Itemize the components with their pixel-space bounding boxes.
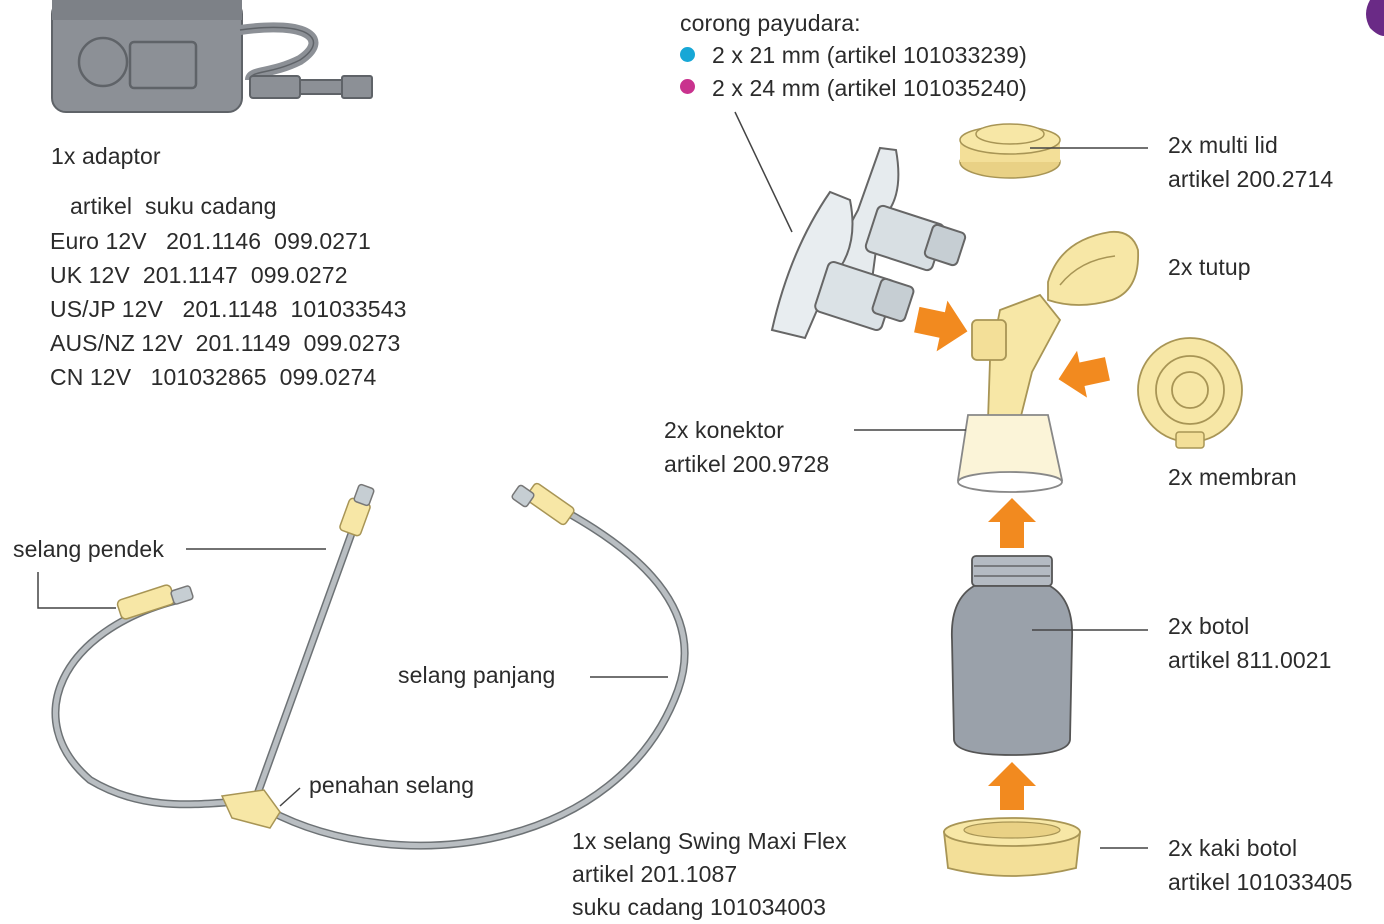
adaptor-row: US/JP 12V 201.1148 101033543 [50,296,407,322]
adaptor-row: Euro 12V 201.1146 099.0271 [50,228,371,254]
multi-lid-article: artikel 200.2714 [1168,166,1334,192]
adaptor-row: CN 12V 101032865 099.0274 [50,364,377,390]
tubing-set-article: artikel 201.1087 [572,861,738,887]
bottle-stand-illustration [942,817,1148,877]
funnel-title: corong payudara: [680,10,861,36]
connector-article: artikel 200.9728 [664,451,830,477]
funnel-dot-magenta [680,79,695,94]
multi-lid-label: 2x multi lid [1168,132,1278,158]
assembly-arrows [914,300,1110,810]
bottle-article: artikel 811.0021 [1168,647,1332,673]
adaptor-row: AUS/NZ 12V 201.1149 099.0273 [50,330,401,356]
adaptor-table: Euro 12V 201.1146 099.0271 UK 12V 201.11… [50,224,406,394]
adaptor-header: artikel suku cadang [70,193,277,219]
multi-lid-illustration [959,123,1148,179]
bottle-label: 2x botol [1168,613,1250,639]
tubing-illustration [37,482,689,850]
bottle-stand-label: 2x kaki botol [1168,835,1298,861]
corner-accent [1366,0,1384,36]
adaptor-title: 1x adaptor [51,143,161,169]
long-tube-label: selang panjang [398,662,556,688]
tubing-set-spare: suku cadang 101034003 [572,894,827,920]
tubing-set-label: 1x selang Swing Maxi Flex [572,828,847,854]
tube-holder-label: penahan selang [309,772,475,798]
breast-shield-illustration [734,111,967,340]
funnel-item-21mm: 2 x 21 mm (artikel 101033239) [712,42,1027,68]
bottle-stand-article: artikel 101033405 [1168,869,1353,895]
bottle-illustration [950,555,1148,756]
cap-label: 2x tutup [1168,254,1251,280]
connector-label: 2x konektor [664,417,784,443]
cap-illustration [1047,230,1139,306]
adaptor-row: UK 12V 201.1147 099.0272 [50,262,348,288]
short-tube-label: selang pendek [13,536,164,562]
funnel-dot-cyan [680,47,695,62]
adaptor-illustration [51,0,373,113]
connector-illustration [854,293,1064,493]
membrane-illustration [1137,337,1243,449]
funnel-item-24mm: 2 x 24 mm (artikel 101035240) [712,75,1027,101]
membrane-label: 2x membran [1168,464,1297,490]
